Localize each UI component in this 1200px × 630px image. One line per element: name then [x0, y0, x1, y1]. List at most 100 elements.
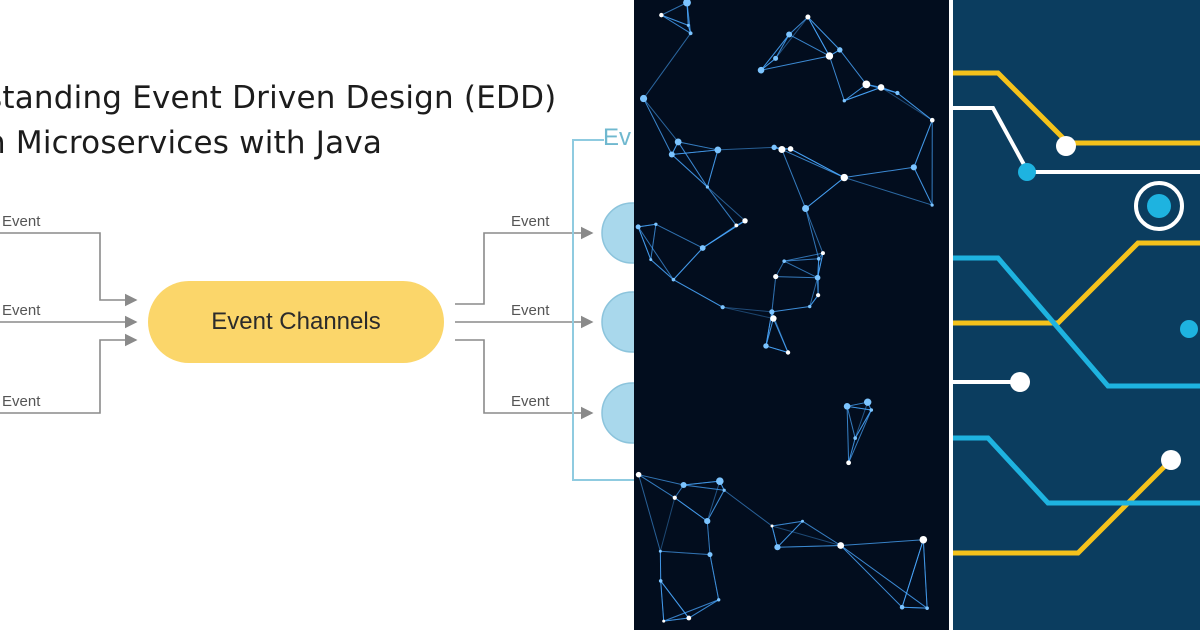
mesh-edge [650, 224, 657, 260]
mesh-edge [660, 580, 690, 619]
mesh-edge [706, 521, 711, 555]
mesh-node [658, 579, 663, 583]
mesh-edge [880, 86, 933, 121]
mesh-edge [913, 167, 933, 206]
circuit-graphic [953, 70, 1200, 556]
mesh-node [843, 403, 851, 410]
mesh-edge [771, 525, 841, 546]
mesh-edge [673, 247, 704, 280]
mesh-edge [722, 306, 774, 319]
mesh-node [801, 519, 805, 523]
mesh-edge [784, 258, 819, 262]
mesh-edge [772, 318, 789, 353]
network-mesh-image [634, 0, 949, 630]
mesh-node [925, 606, 929, 610]
mesh-node [668, 151, 675, 158]
output-arrow-3 [455, 339, 594, 420]
mesh-edge [638, 474, 661, 552]
mesh-edge [809, 277, 819, 307]
mesh-edge [805, 208, 820, 259]
mesh-edge [688, 599, 719, 619]
mesh-node [722, 488, 726, 492]
mesh-node [705, 185, 709, 189]
mesh-node [716, 477, 724, 485]
mesh-edge [901, 539, 924, 608]
circuit-node [1147, 194, 1171, 218]
mesh-edge [660, 580, 665, 622]
circuit-trace [953, 70, 1200, 146]
mesh-edge [790, 148, 845, 178]
mesh-node [774, 544, 781, 551]
mesh-edge [637, 226, 652, 260]
mesh-edge [706, 490, 725, 522]
mesh-edge [844, 177, 933, 206]
mesh-edge [655, 223, 703, 249]
mesh-edge [846, 406, 856, 439]
mesh-edge [807, 16, 841, 51]
mesh-node [771, 144, 777, 151]
mesh-node [837, 542, 845, 549]
mesh-edge [854, 409, 872, 439]
consumer-node-2 [601, 291, 634, 353]
mesh-node [714, 146, 722, 154]
mesh-edge [784, 252, 824, 262]
circuit-trace [953, 255, 1200, 389]
mesh-node [763, 343, 769, 349]
mesh-edge [673, 247, 704, 280]
mesh-node [707, 552, 713, 558]
mesh-edge [840, 545, 903, 608]
mesh-node [674, 138, 682, 146]
mesh-edge [765, 345, 789, 353]
mesh-edge [775, 260, 785, 277]
mesh-node [837, 47, 843, 53]
circuit-node [1180, 320, 1198, 338]
consumer-node-1 [601, 202, 634, 264]
mesh-edge [643, 98, 673, 155]
mesh-edge [661, 2, 688, 16]
circuit-trace [953, 458, 1173, 556]
mesh-node [662, 619, 666, 623]
mesh-edge [678, 141, 718, 151]
mesh-node [785, 350, 791, 355]
input-event-label: Event [2, 393, 41, 410]
mesh-node [680, 482, 687, 489]
mesh-node [635, 471, 642, 478]
circuit-board-image [953, 0, 1200, 630]
mesh-node [757, 66, 765, 74]
mesh-node [683, 0, 691, 7]
mesh-edge [771, 520, 803, 527]
mesh-edge [771, 525, 778, 548]
mesh-edge [637, 226, 674, 280]
mesh-node [853, 436, 857, 440]
mesh-edge [760, 55, 830, 71]
mesh-node [635, 224, 641, 230]
mesh-node [769, 309, 775, 315]
mesh-node [742, 218, 748, 224]
input-event-label: Event [2, 213, 41, 230]
mesh-edge [706, 149, 719, 188]
mesh-edge [661, 2, 688, 16]
mesh-edge [781, 149, 807, 209]
mesh-node [877, 84, 885, 91]
mesh-edge [709, 554, 720, 600]
mesh-edge [846, 406, 850, 463]
mesh-edge [771, 276, 777, 312]
mesh-edge [677, 141, 708, 188]
mesh-node [686, 23, 690, 27]
mesh-edge [807, 16, 830, 57]
mesh-node [770, 524, 774, 528]
mesh-node [686, 615, 692, 621]
mesh-node [910, 164, 917, 171]
circuit-trace [953, 435, 1200, 506]
output-arrow-1 [455, 226, 594, 305]
circuit-node [1161, 450, 1181, 470]
mesh-edge [802, 520, 841, 546]
mesh-edge [702, 220, 746, 249]
mesh-edge [650, 259, 674, 281]
mesh-edge [783, 260, 818, 279]
mesh-node [778, 146, 786, 154]
mesh-edge [775, 34, 790, 59]
circuit-trace [953, 106, 1200, 174]
mesh-edge [847, 405, 872, 411]
mesh-edge [673, 279, 723, 308]
